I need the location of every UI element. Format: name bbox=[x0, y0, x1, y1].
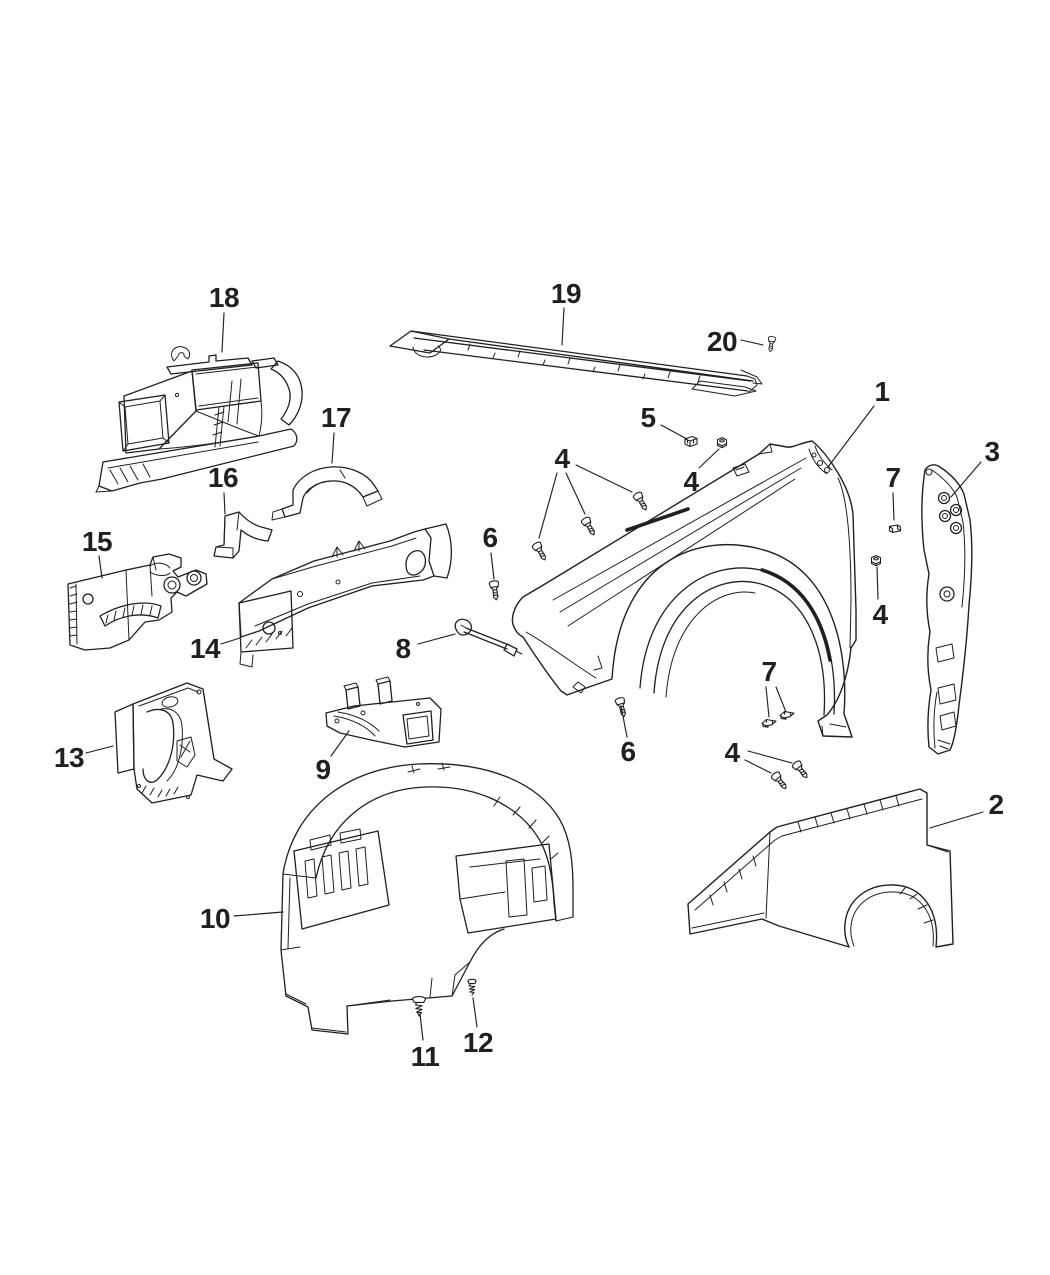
screw-icon bbox=[790, 759, 812, 781]
part-17-arch-bracket bbox=[271, 466, 383, 521]
part-14-upper-rail bbox=[238, 523, 453, 668]
part-13-splash-shield bbox=[114, 682, 233, 804]
leader-line-19 bbox=[561, 307, 565, 346]
leader-line-4 bbox=[565, 472, 586, 515]
leader-line-7 bbox=[765, 686, 770, 718]
screw-icon bbox=[766, 335, 777, 353]
leader-line-13 bbox=[85, 745, 114, 754]
callout-label-7: 7 bbox=[761, 656, 776, 687]
part-18-wheelhouse-rail-assembly bbox=[95, 346, 303, 493]
callout-label-12: 12 bbox=[463, 1027, 493, 1058]
leader-line-4 bbox=[538, 472, 558, 539]
leader-line-7 bbox=[892, 492, 895, 521]
leader-line-14 bbox=[220, 637, 241, 645]
cylinder-nut-icon bbox=[888, 524, 902, 533]
leader-line-4 bbox=[698, 448, 720, 469]
leader-line-1 bbox=[827, 405, 875, 468]
leader-line-4 bbox=[876, 566, 879, 600]
part-19-fender-rail-strip bbox=[389, 330, 763, 397]
callout-label-17: 17 bbox=[321, 402, 351, 433]
callout-label-4: 4 bbox=[554, 443, 570, 474]
callout-label-9: 9 bbox=[315, 754, 330, 785]
leader-line-4 bbox=[744, 759, 772, 774]
leader-line-6 bbox=[490, 552, 495, 580]
screw-icon bbox=[488, 579, 502, 602]
leader-line-4 bbox=[575, 464, 633, 493]
leader-line-6 bbox=[620, 705, 628, 738]
callout-label-10: 10 bbox=[200, 903, 230, 934]
leader-line-18 bbox=[221, 312, 225, 353]
flat-clip-icon bbox=[779, 710, 795, 720]
callout-label-16: 16 bbox=[208, 462, 238, 493]
leader-line-3 bbox=[950, 461, 982, 498]
callout-label-7: 7 bbox=[885, 462, 900, 493]
flat-clip-icon bbox=[761, 718, 777, 728]
callout-label-4: 4 bbox=[683, 466, 699, 497]
callout-label-6: 6 bbox=[620, 736, 635, 767]
callout-label-2: 2 bbox=[988, 789, 1003, 820]
leader-line-7 bbox=[775, 686, 787, 713]
part-2-foam-silencer bbox=[687, 788, 954, 948]
callout-label-19: 19 bbox=[551, 278, 581, 309]
nut-icon bbox=[716, 437, 728, 449]
leader-line-5 bbox=[660, 424, 688, 440]
leader-line-2 bbox=[929, 811, 984, 829]
callout-label-15: 15 bbox=[82, 526, 112, 557]
callout-label-13: 13 bbox=[54, 742, 84, 773]
callout-label-8: 8 bbox=[395, 633, 410, 664]
screw-icon bbox=[769, 770, 791, 792]
clip-nut-icon bbox=[684, 435, 698, 448]
part-3-rear-reinforcement bbox=[921, 464, 973, 755]
callout-label-11: 11 bbox=[411, 1041, 440, 1072]
leader-line-9 bbox=[330, 730, 350, 757]
part-1-front-fender bbox=[511, 440, 857, 738]
leader-line-10 bbox=[233, 911, 284, 917]
nut-icon bbox=[870, 555, 882, 567]
callout-label-14: 14 bbox=[190, 633, 221, 664]
tree-pin-icon bbox=[467, 978, 477, 996]
part-8-support-brace bbox=[454, 618, 523, 657]
callout-label-1: 1 bbox=[874, 376, 889, 407]
leader-line-17 bbox=[331, 432, 335, 464]
callout-label-5: 5 bbox=[640, 402, 655, 433]
callout-label-4: 4 bbox=[724, 737, 740, 768]
callout-label-3: 3 bbox=[984, 436, 999, 467]
leader-line-15 bbox=[98, 555, 103, 579]
push-pin-icon bbox=[411, 996, 427, 1017]
leader-line-12 bbox=[472, 997, 478, 1028]
leader-line-4 bbox=[747, 750, 793, 764]
part-10-wheel-liner bbox=[280, 762, 574, 1035]
callout-label-18: 18 bbox=[209, 282, 239, 313]
callout-label-4: 4 bbox=[872, 599, 888, 630]
screw-icon bbox=[579, 515, 599, 538]
callout-label-6: 6 bbox=[482, 522, 497, 553]
leader-line-11 bbox=[419, 1013, 424, 1041]
part-16-support-bracket bbox=[213, 511, 273, 559]
leader-line-8 bbox=[417, 633, 456, 645]
screw-icon bbox=[530, 540, 550, 563]
part-15-side-panel bbox=[67, 553, 208, 651]
leader-line-20 bbox=[740, 339, 764, 346]
part-9-lower-bracket bbox=[325, 676, 442, 748]
leader-line-16 bbox=[223, 492, 226, 515]
callout-label-20: 20 bbox=[707, 326, 737, 357]
screw-icon bbox=[631, 490, 651, 513]
